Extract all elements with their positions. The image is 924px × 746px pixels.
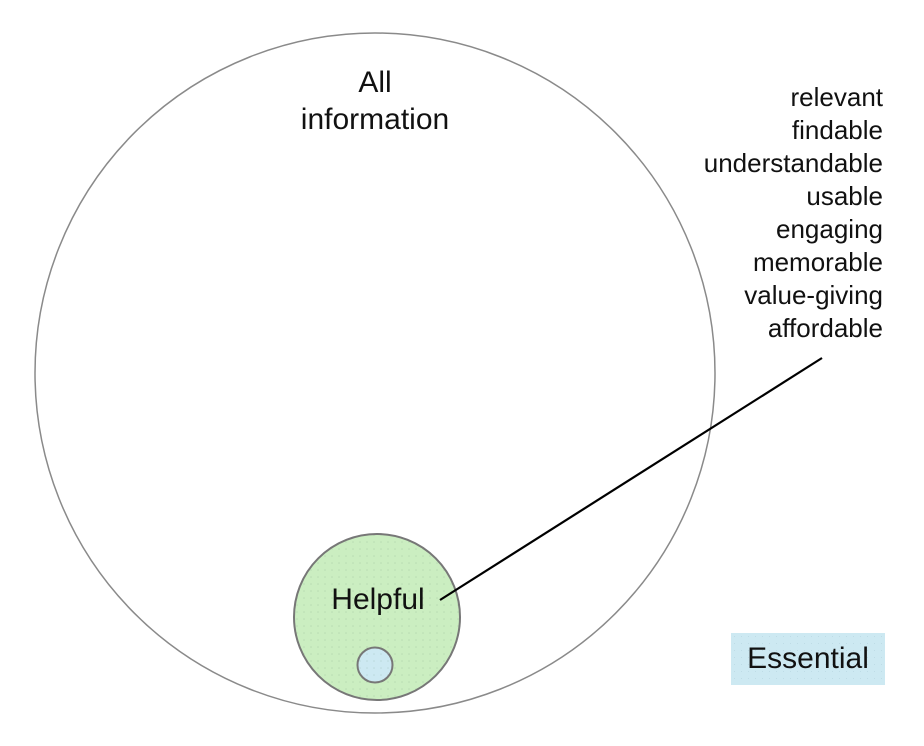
all-information-label-line2: information [300, 103, 450, 136]
helpful-circle-texture [293, 533, 461, 701]
attributes-connector-line [439, 357, 823, 601]
all-information-label-line1: All [358, 66, 392, 99]
essential-legend-badge: Essential [731, 633, 885, 685]
attribute-item: value-giving [744, 280, 883, 310]
attribute-item: usable [806, 181, 883, 211]
essential-circle-texture [356, 646, 394, 684]
attribute-item: memorable [752, 247, 883, 277]
attribute-item: engaging [776, 214, 883, 244]
helpful-label: Helpful [331, 583, 425, 616]
attribute-item: understandable [703, 148, 883, 178]
attributes-list: relevant findable understandable usable … [704, 81, 883, 345]
all-information-label: All information [250, 64, 500, 138]
attribute-item: affordable [767, 313, 883, 343]
attribute-item: relevant [790, 82, 884, 112]
attribute-item: findable [791, 115, 883, 145]
all-information-circle [34, 32, 716, 714]
essential-legend-label: Essential [747, 642, 869, 675]
